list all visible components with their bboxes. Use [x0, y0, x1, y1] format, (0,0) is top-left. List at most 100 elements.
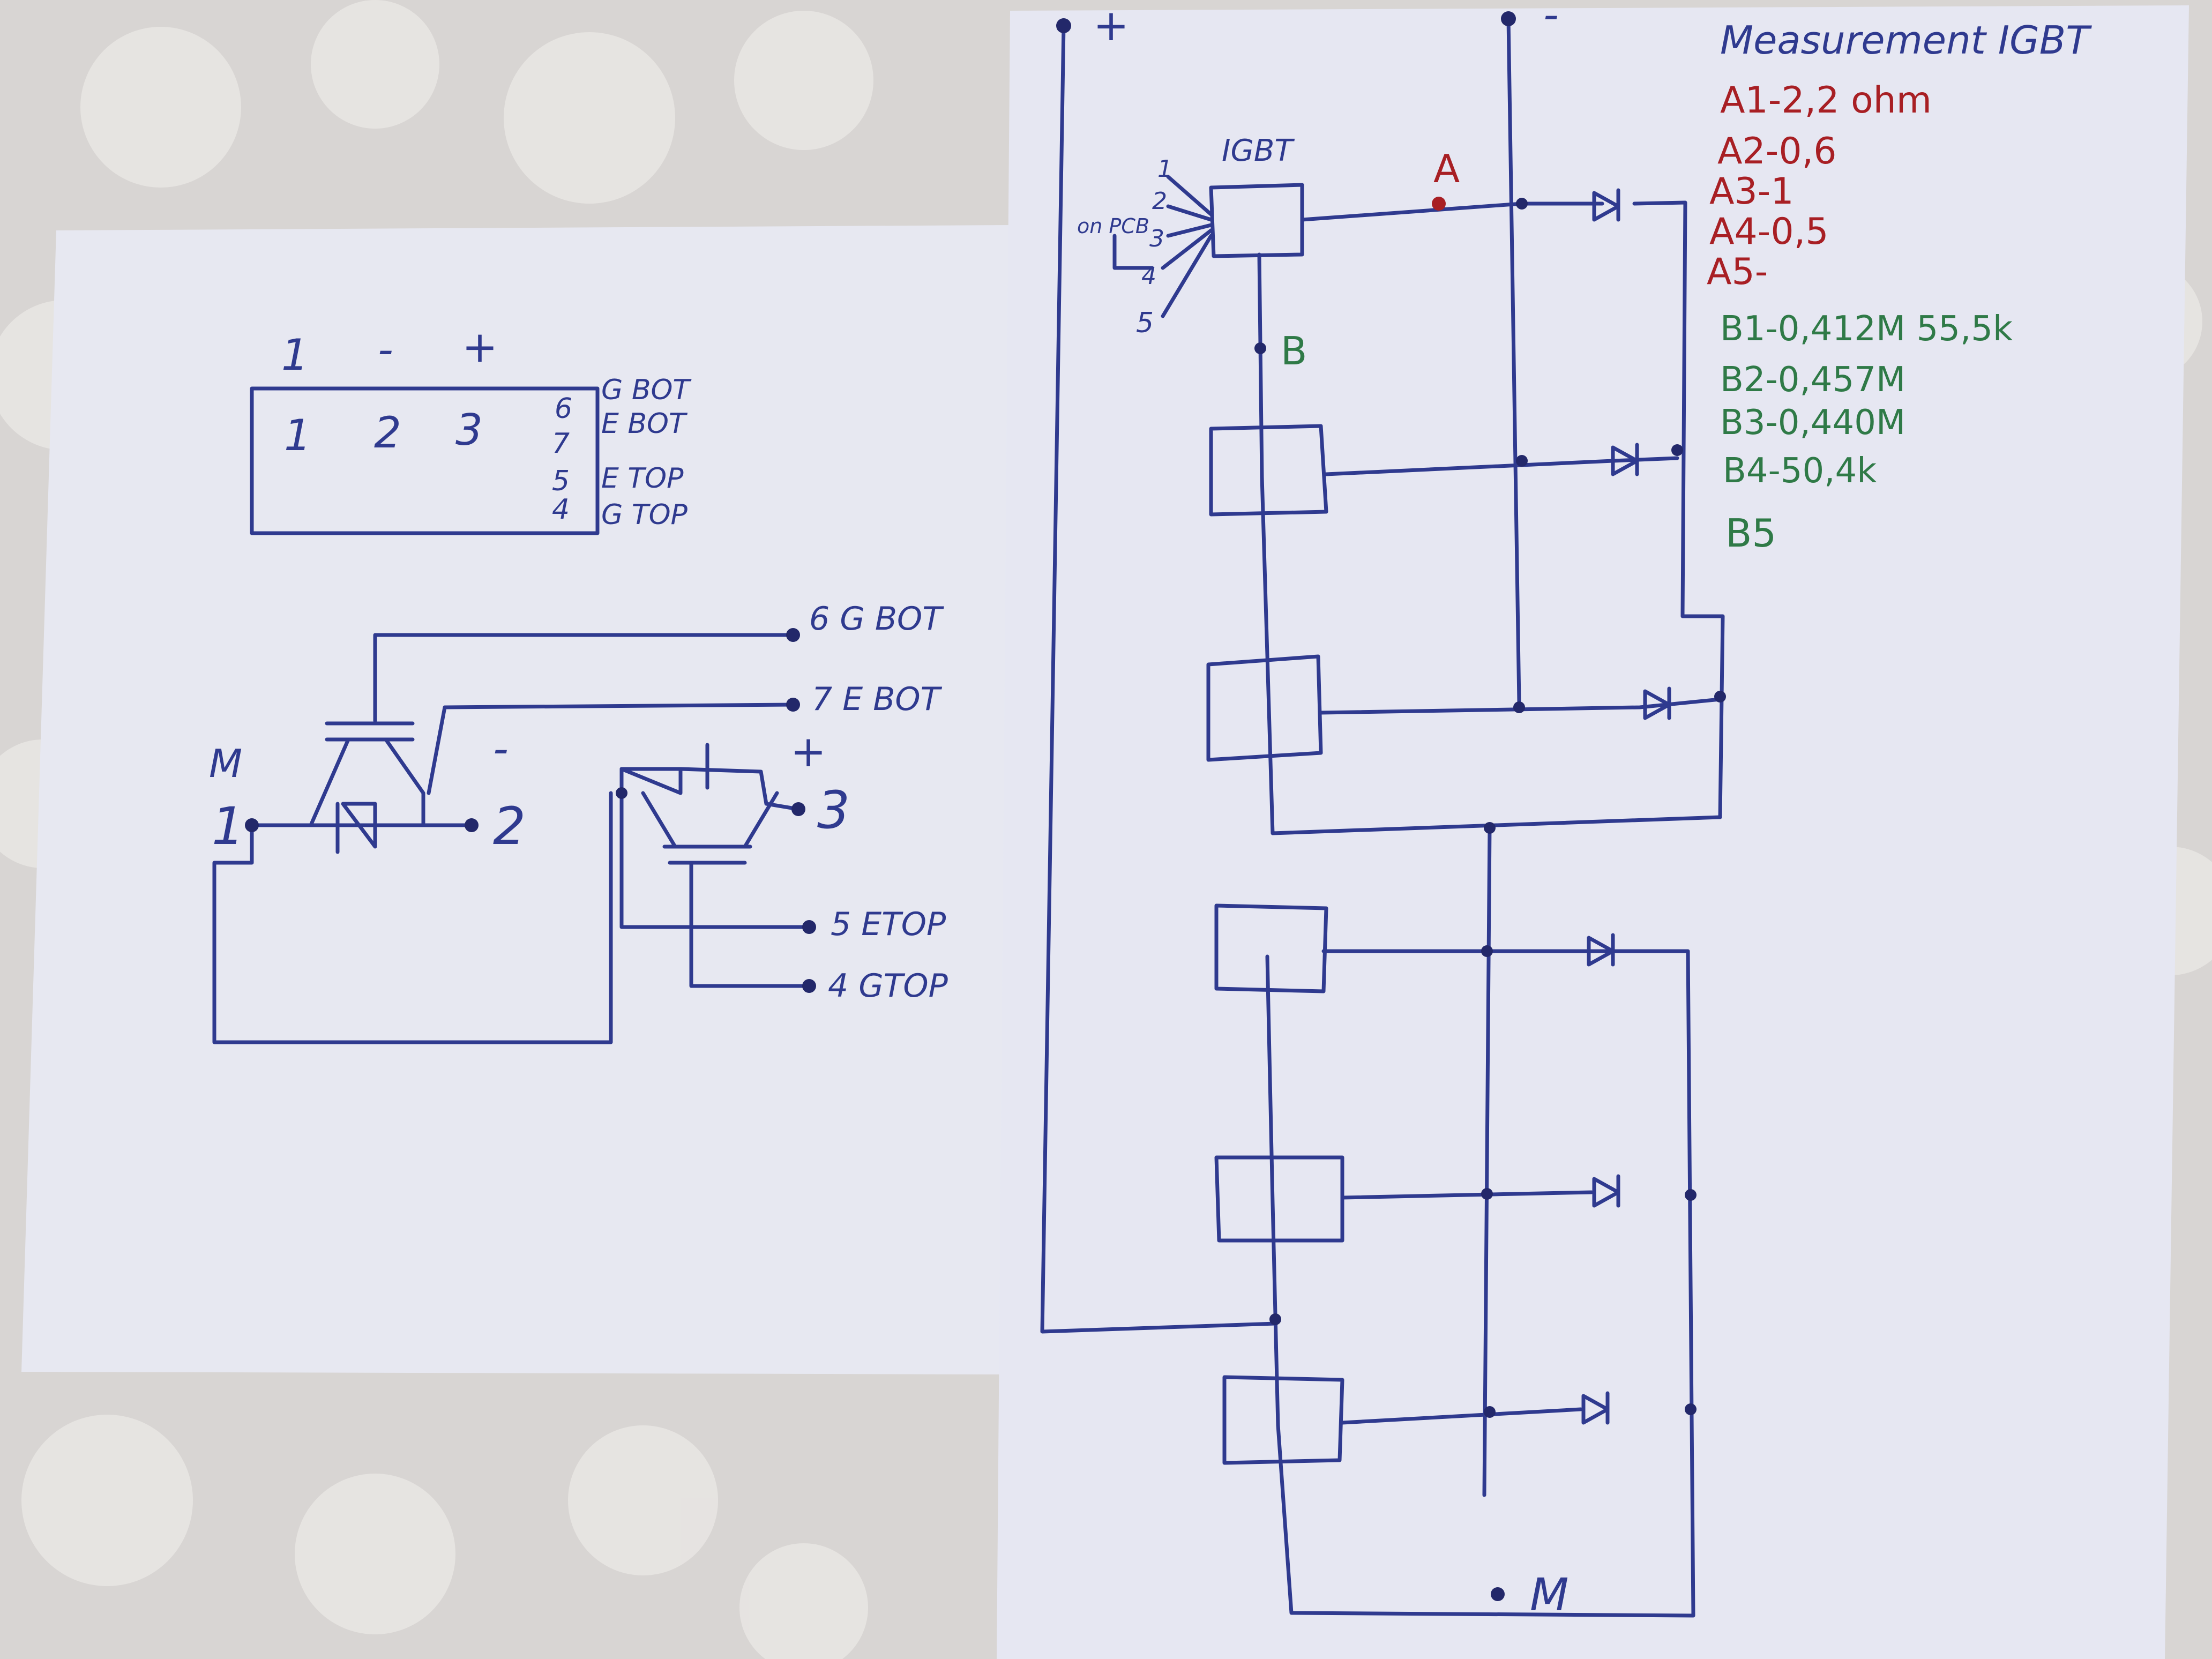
pin-num-1: 1	[1157, 155, 1172, 183]
top-left-node-dot	[616, 787, 627, 799]
measurement-b3: B3-0,440M	[1720, 403, 1905, 443]
ebot-wire	[427, 703, 795, 795]
side-pin-7-name: E BOT	[601, 408, 688, 440]
upper-vertical-bus	[1257, 252, 1722, 835]
measurement-b1: B1-0,412M 55,5k	[1720, 309, 2013, 349]
schematic-node-2: 2	[493, 796, 526, 856]
upper-igbt-3	[1206, 654, 1323, 762]
side-pin-6-name: G BOT	[601, 374, 692, 406]
left-paper-sheet	[21, 225, 1013, 1374]
header-pin-minus: -	[378, 325, 393, 375]
igbt-bot-gate	[325, 721, 415, 742]
right-paper-sheet	[997, 5, 2189, 1659]
lower-igbt-2	[1214, 1155, 1344, 1243]
minus-terminal-dot	[1501, 11, 1516, 26]
plus-rail-label: +	[1093, 1, 1129, 50]
node2-dot	[465, 818, 479, 832]
junction-lower-3	[1484, 1406, 1496, 1418]
igbt-top-gate	[662, 845, 752, 865]
side-pin-6-num: 6	[555, 393, 572, 425]
node-a-dot	[1432, 197, 1446, 211]
pin-num-4: 4	[1141, 263, 1156, 290]
node-m-dot	[1491, 1587, 1505, 1601]
middle-bus	[1482, 826, 1492, 1497]
measurement-a1: A1-2,2 ohm	[1720, 79, 1932, 122]
header-pin-plus: +	[462, 322, 498, 372]
diode-4	[1587, 933, 1615, 967]
on-pcb-label: on PCB	[1077, 214, 1149, 238]
left-sheet-drawing: 1 - + 1 2 3 6 G BOT 7 E BOT 5 E TOP 4 G …	[209, 322, 948, 1044]
measurement-a4: A4-0,5	[1709, 211, 1828, 253]
side-pin-7-num: 7	[552, 428, 570, 460]
package-num-2: 2	[374, 408, 401, 458]
igbt-top-body	[641, 791, 811, 988]
measurement-b2: B2-0,457M	[1720, 360, 1905, 400]
minus-rail-label: -	[1543, 0, 1559, 40]
ebot-dot	[786, 698, 800, 712]
schematic-node-3: 3	[817, 780, 850, 840]
schematic-node-1: 1	[212, 796, 244, 856]
gtop-dot	[802, 979, 816, 993]
schematic-node-minus: -	[493, 724, 509, 774]
side-pin-5-name: E TOP	[601, 462, 684, 495]
node-b-label: B	[1281, 328, 1307, 373]
junction-upper-3	[1671, 444, 1683, 456]
package-num-1: 1	[284, 410, 311, 460]
schematic-node-m: M	[209, 741, 242, 786]
node3-dot	[791, 802, 805, 816]
lower-horizontal-wires	[1324, 949, 1594, 1425]
right-sheet-drawing: + - IGBT on PCB 1 2 3 4 5 A B	[1040, 0, 1726, 1621]
plus-rail	[1040, 24, 1277, 1334]
igbt-bot-diode	[335, 802, 377, 854]
top-diode-rail	[619, 767, 811, 929]
diode-6	[1581, 1391, 1610, 1425]
junction-a	[1516, 198, 1528, 210]
label-4-gtop: 4 GTOP	[828, 967, 948, 1005]
diode-5	[1592, 1174, 1620, 1208]
junction-lower-5	[1685, 1403, 1697, 1415]
lower-vertical-bus	[1265, 949, 1695, 1618]
diode-3	[1643, 686, 1671, 720]
side-pin-4-name: G TOP	[601, 499, 688, 531]
side-pin-5-num: 5	[552, 465, 570, 497]
node-b-dot	[1254, 342, 1266, 354]
junction-upper-1	[1516, 455, 1528, 467]
gbot-wire	[373, 633, 795, 723]
diode-1	[1592, 188, 1620, 222]
minus-rail	[1506, 17, 1521, 704]
node-a-label: A	[1433, 146, 1460, 191]
upper-igbt-2	[1209, 424, 1328, 517]
junction-upper-2	[1513, 701, 1525, 713]
node-m-label: M	[1530, 1568, 1568, 1621]
label-5-etop: 5 ETOP	[831, 906, 946, 943]
measurement-title: Measurement IGBT	[1720, 18, 2092, 63]
lower-igbt-3	[1222, 1375, 1344, 1465]
measurement-a5: A5-	[1707, 251, 1768, 293]
measurement-b4: B4-50,4k	[1723, 451, 1877, 491]
side-pin-4-num: 4	[552, 494, 570, 526]
label-7-ebot: 7 E BOT	[812, 681, 943, 718]
junction-lower-1	[1481, 945, 1493, 957]
measurement-notes: Measurement IGBT A1-2,2 ohm A2-0,6 A3-1 …	[1707, 18, 2092, 556]
pin-num-3: 3	[1149, 225, 1164, 252]
top-diode	[619, 743, 709, 795]
lower-igbt-1	[1214, 903, 1328, 993]
node1-dot	[245, 818, 259, 832]
measurement-b5: B5	[1725, 511, 1776, 556]
package-outline	[250, 386, 600, 535]
junction-middle	[1484, 822, 1496, 834]
gbot-dot	[786, 628, 800, 642]
header-pin-1: 1	[281, 330, 309, 380]
pin-num-5: 5	[1136, 307, 1154, 339]
igbt-bot-body	[309, 737, 425, 827]
schematic-node-plus: +	[790, 727, 826, 776]
label-6-gbot: 6 G BOT	[809, 600, 944, 638]
igbt-box	[1209, 183, 1304, 258]
junction-lower-4	[1685, 1189, 1697, 1201]
plus-terminal-dot	[1056, 18, 1071, 33]
diode-2	[1611, 443, 1639, 476]
measurement-a3: A3-1	[1709, 170, 1794, 213]
junction-upper-4	[1714, 691, 1726, 703]
junction-lower-2	[1481, 1188, 1493, 1200]
